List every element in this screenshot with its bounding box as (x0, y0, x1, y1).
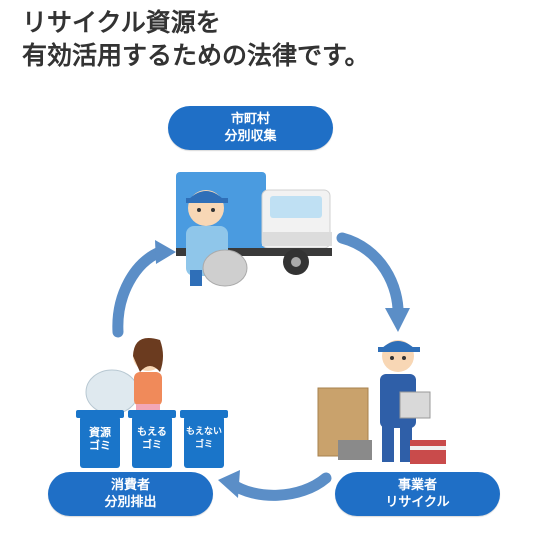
arrow-truck-to-business (336, 232, 404, 324)
headline-line-1: リサイクル資源を (22, 8, 221, 37)
bin-resource (80, 416, 120, 468)
bin-label-line-2: ゴミ (89, 439, 111, 452)
node-municipality-line-2: 分別収集 (224, 129, 277, 144)
bin-label-non-burnable: もえない ゴミ (186, 426, 222, 452)
bin-label-burnable: もえる ゴミ (134, 426, 170, 452)
headline: リサイクル資源を 有効活用するための法律です。 (22, 6, 532, 72)
sanitation-worker (186, 190, 248, 287)
bin-label-resource: 資源 ゴミ (82, 426, 118, 452)
node-consumer-line-2: 分別排出 (104, 495, 157, 510)
node-business: 事業者 リサイクル (335, 472, 500, 516)
headline-line-2: 有効活用するための法律です。 (22, 41, 370, 70)
business-worker (317, 340, 446, 464)
bin-label-line-1: もえない (186, 427, 223, 437)
bin-burnable (132, 416, 172, 468)
node-consumer: 消費者 分別排出 (48, 472, 213, 516)
arrow-head-business-to-consumer (218, 470, 240, 498)
node-municipality: 市町村 分別収集 (168, 106, 333, 150)
consumer-person (85, 338, 163, 430)
arrow-business-to-consumer (226, 472, 332, 501)
node-business-line-2: リサイクル (385, 495, 450, 510)
node-consumer-line-1: 消費者 (110, 478, 150, 493)
arrow-consumer-to-truck (112, 246, 166, 338)
arrow-head-consumer-to-truck (155, 240, 176, 264)
bin-non-burnable (184, 416, 224, 468)
bin-label-line-2: ゴミ (194, 440, 213, 450)
bin-label-line-2: ゴミ (142, 440, 162, 451)
node-business-line-1: 事業者 (397, 478, 437, 493)
node-municipality-line-1: 市町村 (230, 112, 270, 127)
bin-label-line-1: 資源 (89, 426, 111, 439)
bin-label-line-1: もえる (137, 427, 167, 438)
arrow-head-truck-to-business (385, 308, 410, 332)
